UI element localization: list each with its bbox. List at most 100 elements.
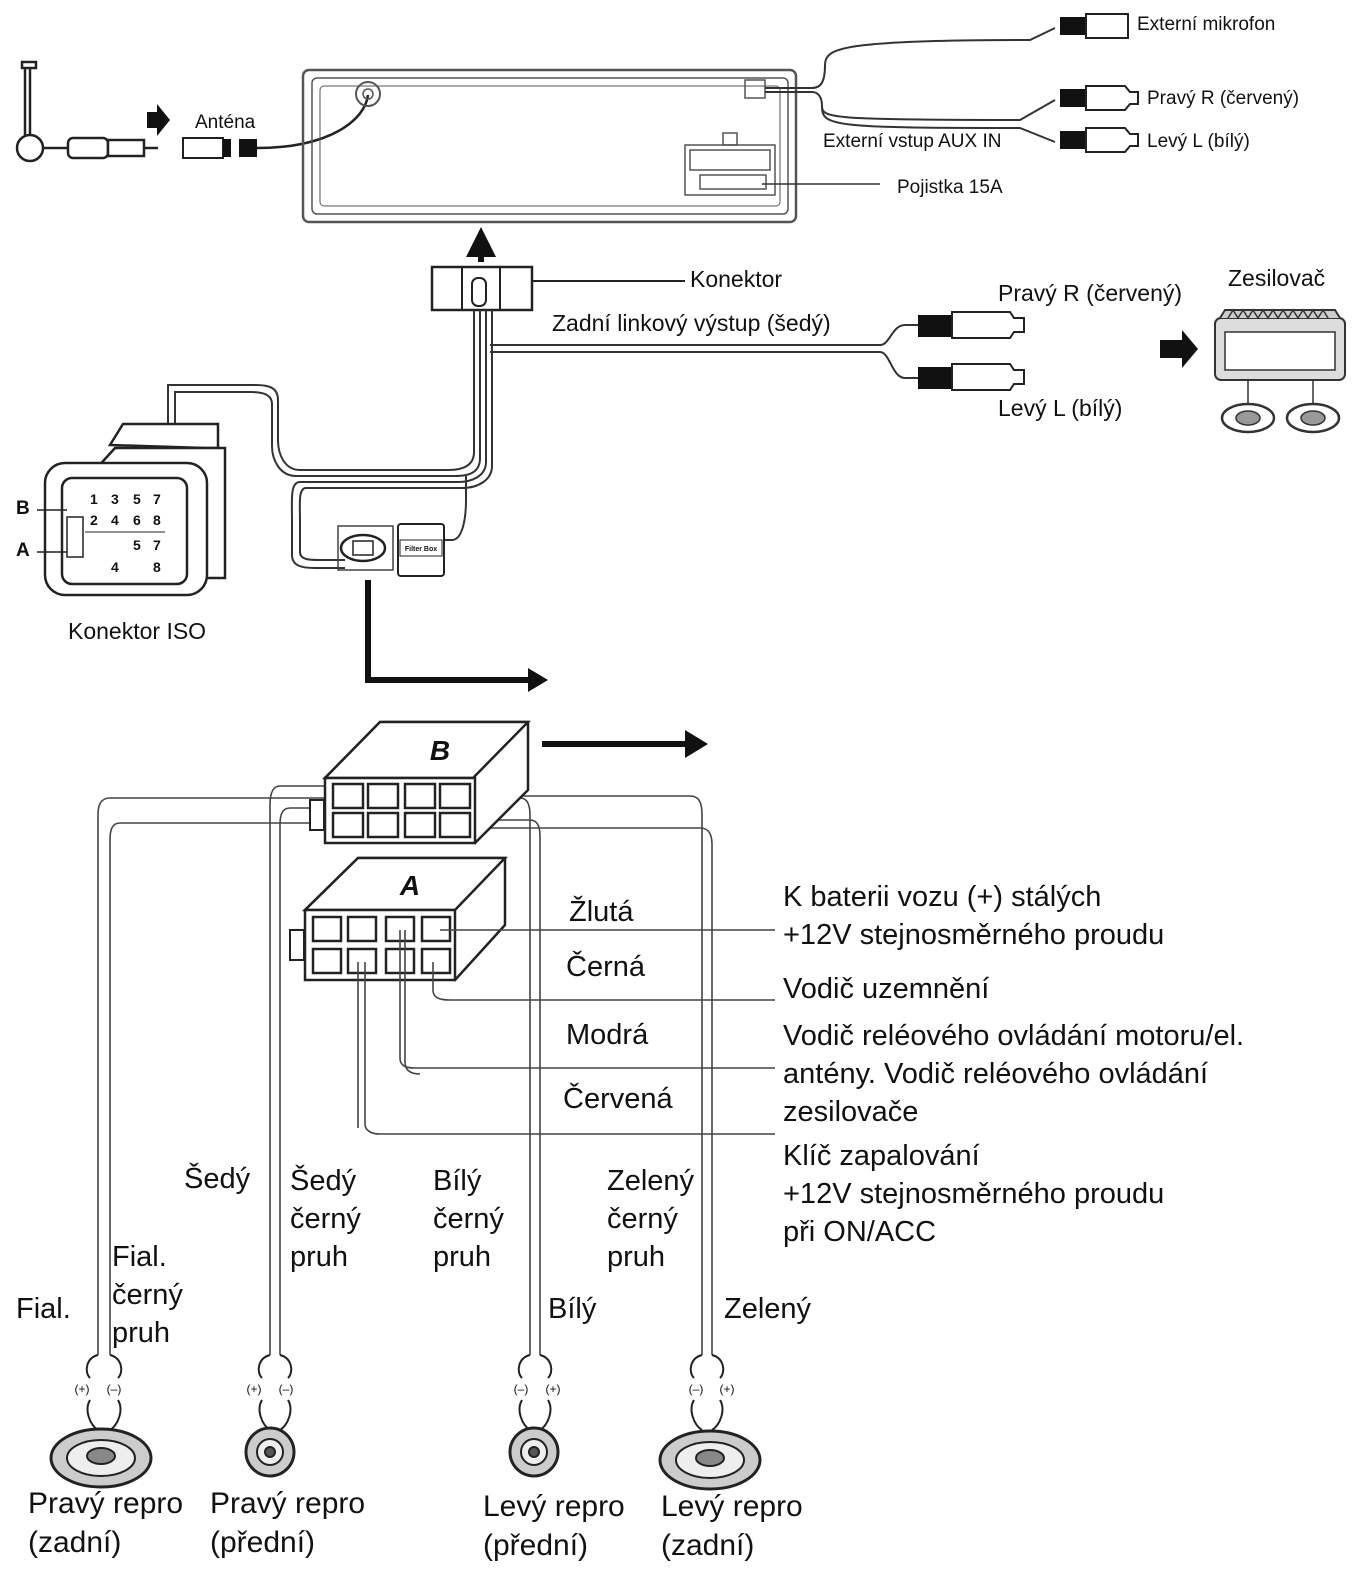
iso-pin: 8 (153, 512, 161, 528)
polarity-plus: (+) (546, 1382, 561, 1396)
speaker-left-rear-label: Levý repro (zadní) (661, 1487, 803, 1565)
label-line: pruh (433, 1241, 492, 1273)
amplifier-icon (1214, 308, 1346, 434)
battery-description: K baterii vozu (+) stálých +12V stejnosm… (783, 878, 1164, 954)
speaker-right-rear-icon (49, 1354, 153, 1489)
wire-yellow-label: Žlutá (569, 896, 634, 928)
rear-line-out-label: Zadní linkový výstup (šedý) (552, 310, 831, 336)
label-line: černý (290, 1203, 361, 1235)
antenna-label: Anténa (195, 112, 256, 133)
label-line: Šedý (290, 1165, 357, 1197)
fuse-label: Pojistka 15A (897, 177, 1003, 198)
description-line: K baterii vozu (+) stálých (783, 881, 1102, 913)
ground-description: Vodič uzemnění (783, 973, 990, 1005)
label-line: pruh (112, 1317, 171, 1349)
aux-cables (765, 27, 1056, 143)
relay-description: Vodič reléového ovládání motoru/el. anté… (783, 1017, 1244, 1131)
wire-black-label: Černá (566, 951, 645, 983)
power-wires (357, 929, 775, 1135)
polarity-minus: (–) (689, 1382, 704, 1396)
iso-pin: 7 (153, 537, 161, 553)
iso-pin: 1 (90, 491, 98, 507)
iso-pin: 5 (133, 491, 141, 507)
wire-zeleny-label: Zelený (724, 1293, 812, 1325)
iso-pin: 5 (133, 537, 141, 553)
external-mic-label: Externí mikrofon (1137, 14, 1276, 35)
aux-right-plug-icon (1060, 85, 1139, 111)
speaker-right-front-icon (244, 1354, 296, 1478)
iso-connector-icon (43, 422, 227, 597)
description-line: Klíč zapalování (783, 1140, 980, 1172)
description-line: při ON/ACC (783, 1216, 937, 1248)
amplifier-label: Zesilovač (1228, 265, 1326, 291)
description-line: zesilovače (783, 1096, 919, 1128)
rear-right-label: Pravý R (červený) (998, 280, 1183, 306)
polarity-plus: (+) (720, 1382, 735, 1396)
iso-a-label: A (16, 540, 30, 561)
filter-box-label: Filter Box (405, 546, 437, 553)
polarity-plus: (+) (75, 1382, 90, 1396)
speaker-left-rear-icon (658, 1354, 762, 1491)
label-line: Fial. (112, 1241, 167, 1273)
speaker-left-front-label: Levý repro (přední) (483, 1487, 625, 1565)
arrow-to-amplifier-icon (1160, 330, 1198, 368)
speaker-right-front-label: Pravý repro (přední) (210, 1484, 365, 1562)
connector-a-icon (289, 856, 508, 982)
wire-blue-label: Modrá (566, 1019, 649, 1051)
iso-pin: 3 (111, 491, 119, 507)
label-line: (zadní) (28, 1526, 122, 1559)
rear-left-label: Levý L (bílý) (998, 395, 1123, 421)
description-line: Vodič reléového ovládání motoru/el. (783, 1020, 1245, 1052)
aux-left-label: Levý L (bílý) (1147, 131, 1250, 152)
polarity-labels: (+) (–) (+) (–) (–) (+) (–) (+) (75, 1382, 735, 1396)
mic-plug-icon (1060, 13, 1129, 39)
rear-right-plug-icon (918, 311, 1025, 339)
main-connector-icon (430, 265, 534, 312)
label-line: (přední) (210, 1526, 316, 1559)
polarity-minus: (–) (107, 1382, 122, 1396)
label-line: černý (607, 1203, 678, 1235)
iso-b-label: B (16, 498, 30, 519)
aux-in-label: Externí vstup AUX IN (823, 131, 1002, 152)
connector-a-label: A (399, 870, 420, 901)
wire-sedy-label: Šedý (184, 1163, 251, 1195)
label-line: Levý repro (483, 1490, 625, 1523)
antenna-icon (15, 60, 158, 163)
rear-line-out-cable (490, 324, 920, 379)
fuse-block-icon (684, 132, 776, 196)
wire-zeleny-stripe-label: Zelený černý pruh (607, 1162, 694, 1276)
inline-fuse-icon (339, 533, 387, 563)
ignition-description: Klíč zapalování +12V stejnosměrného prou… (783, 1137, 1164, 1251)
iso-pin: 8 (153, 559, 161, 575)
antenna-plug-icon (182, 94, 370, 159)
wire-fial-label: Fial. (16, 1293, 71, 1325)
iso-pin-numbers: 1 3 5 7 2 4 6 8 5 7 4 8 (90, 491, 161, 575)
iso-connector-label: Konektor ISO (68, 618, 207, 644)
aux-left-plug-icon (1060, 127, 1139, 153)
iso-pin: 4 (111, 512, 119, 528)
description-line: +12V stejnosměrného proudu (783, 1178, 1165, 1210)
wire-sedy-stripe-label: Šedý černý pruh (290, 1162, 361, 1276)
wire-red-label: Červená (563, 1083, 673, 1115)
description-line: antény. Vodič reléového ovládání (783, 1058, 1209, 1090)
wire-bily-stripe-label: Bílý černý pruh (433, 1162, 504, 1276)
label-line: Zelený (607, 1165, 695, 1197)
iso-pin: 2 (90, 512, 98, 528)
label-line: pruh (290, 1241, 349, 1273)
label-line: pruh (607, 1241, 666, 1273)
polarity-minus: (–) (514, 1382, 529, 1396)
label-line: (zadní) (661, 1529, 755, 1562)
rear-left-plug-icon (918, 363, 1025, 391)
speaker-wires (97, 785, 713, 1355)
connector-b-label: B (430, 735, 450, 766)
polarity-plus: (+) (247, 1382, 262, 1396)
speaker-left-front-icon (508, 1354, 560, 1478)
aux-right-label: Pravý R (červený) (1147, 88, 1300, 109)
wire-fial-stripe-label: Fial. černý pruh (112, 1238, 183, 1352)
filter-box-icon: Filter Box (397, 523, 445, 577)
iso-pin: 4 (111, 559, 119, 575)
connector-b-icon (309, 720, 531, 845)
speaker-right-rear-label: Pravý repro (zadní) (28, 1484, 183, 1562)
head-unit-chassis (301, 68, 798, 224)
